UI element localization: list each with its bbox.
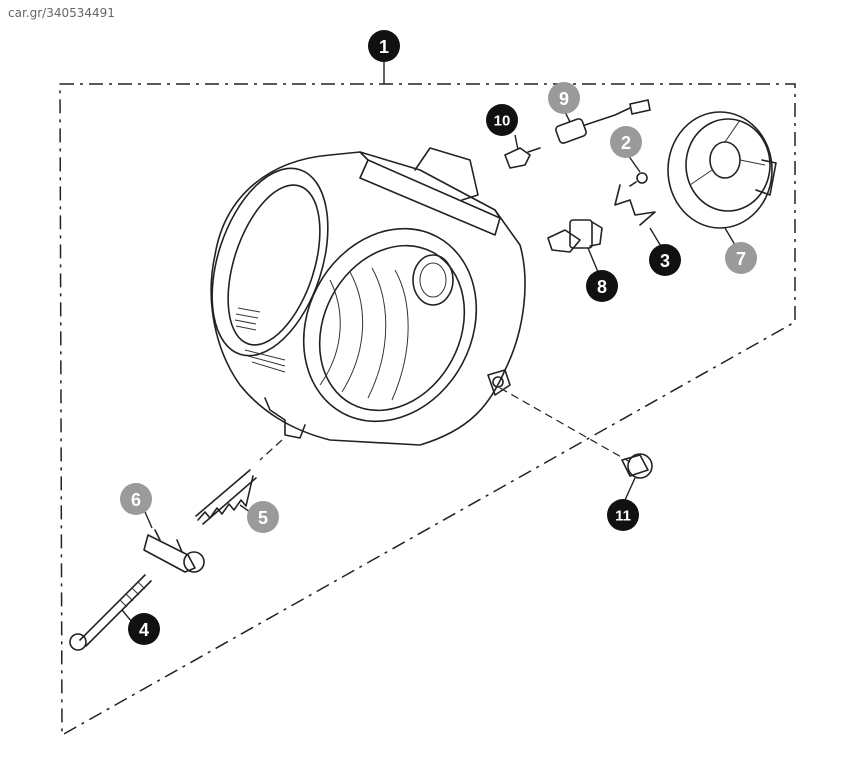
callout-circle	[607, 499, 639, 531]
callout-6: 6	[120, 483, 152, 515]
callout-label: 9	[559, 89, 569, 109]
callout-circle	[649, 244, 681, 276]
callout-4: 4	[128, 613, 160, 645]
callout-10: 10	[486, 104, 518, 136]
leader-housing-11	[499, 387, 631, 463]
callout-label: 4	[139, 620, 149, 640]
callout-label: 11	[615, 508, 631, 525]
callout-circle	[586, 270, 618, 302]
callout-circle	[548, 82, 580, 114]
leader-housing-5	[259, 439, 283, 461]
callout-label: 8	[597, 277, 607, 297]
callout-circle	[128, 613, 160, 645]
screw-part	[629, 172, 648, 187]
callout-circle	[247, 501, 279, 533]
callout-circle	[610, 126, 642, 158]
adjuster-nut-part	[143, 529, 205, 573]
small-bulb-part	[504, 147, 541, 169]
leader-11	[624, 477, 636, 501]
adjusting-bolt-part	[69, 574, 152, 651]
leader-4	[121, 609, 133, 623]
leader-6	[144, 511, 153, 529]
adjuster-spring-part	[195, 469, 257, 525]
connector-wire-part	[555, 99, 651, 144]
h4-bulb-part	[547, 219, 603, 253]
leader-2	[627, 154, 641, 173]
callout-label: 6	[131, 490, 141, 510]
callout-label: 3	[660, 251, 670, 271]
callout-11: 11	[607, 499, 639, 531]
dust-cover-part	[667, 111, 777, 229]
headlight-housing	[210, 147, 526, 446]
callout-label: 10	[494, 113, 511, 130]
callout-3: 3	[649, 244, 681, 276]
callout-5: 5	[247, 501, 279, 533]
callout-7: 7	[725, 242, 757, 274]
callout-1: 1	[368, 30, 400, 62]
plug-part	[621, 453, 653, 479]
leader-3	[649, 227, 663, 249]
watermark-text: car.gr/340534491	[8, 6, 115, 20]
leader-10	[514, 134, 519, 151]
callout-9: 9	[548, 82, 580, 114]
assembly-boundary	[59, 83, 796, 737]
callout-2: 2	[610, 126, 642, 158]
spring-clip-part	[614, 184, 656, 226]
callout-label: 5	[258, 508, 268, 528]
callout-circle	[725, 242, 757, 274]
callout-label: 2	[621, 133, 631, 153]
callout-circle	[368, 30, 400, 62]
callout-label: 7	[736, 249, 746, 269]
callout-8: 8	[586, 270, 618, 302]
callout-label: 1	[379, 37, 389, 57]
callout-circle	[486, 104, 518, 136]
callout-circle	[120, 483, 152, 515]
leader-8	[587, 247, 599, 273]
